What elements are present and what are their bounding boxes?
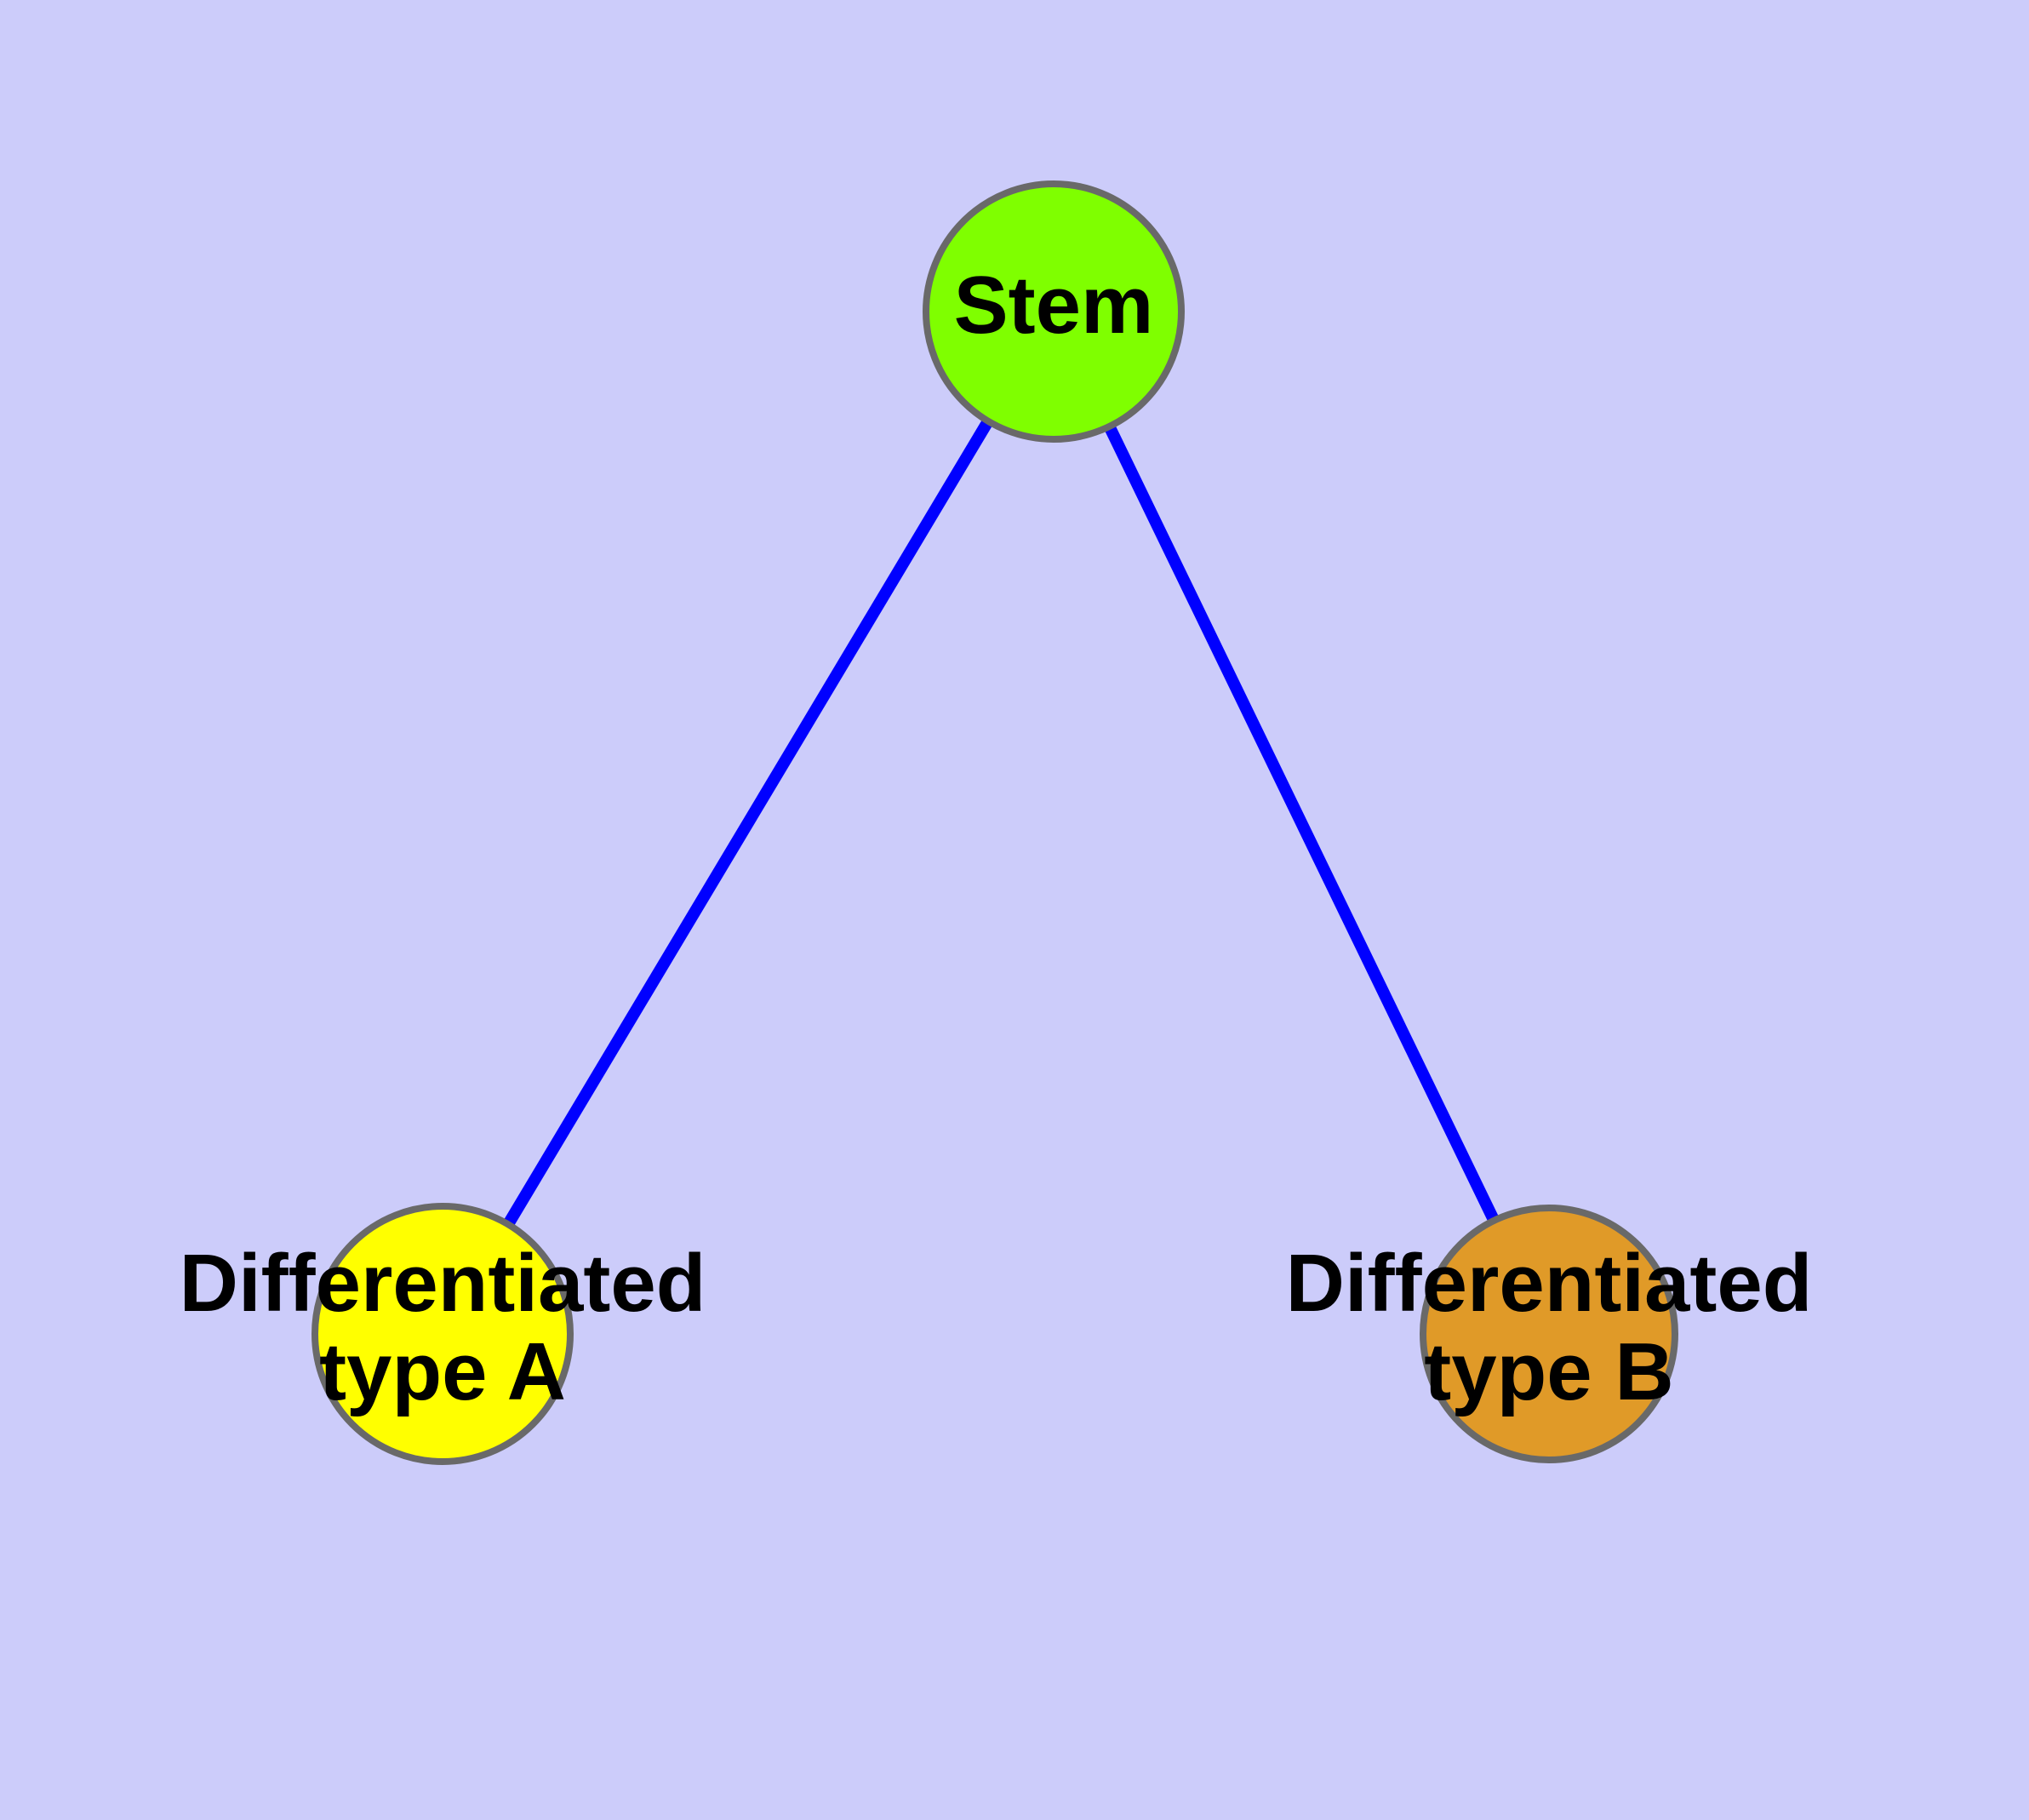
graph-node-stem[interactable]: Stem <box>923 180 1185 443</box>
node-label-line: Stem <box>954 260 1154 351</box>
node-circle-stem[interactable] <box>923 180 1185 443</box>
node-circle-diff_b[interactable] <box>1420 1205 1678 1463</box>
graph-edge-stem-to-diff_a[interactable] <box>437 308 1060 1337</box>
node-circle-diff_a[interactable] <box>311 1203 574 1465</box>
node-label-line: Differentiated <box>1286 1238 1813 1329</box>
node-label-line: type A <box>319 1326 566 1417</box>
edge-layer <box>437 308 1555 1337</box>
node-label-line: type B <box>1424 1326 1673 1417</box>
node-label-line: Differentiated <box>180 1238 706 1329</box>
graph-edge-stem-to-diff_b[interactable] <box>1048 308 1555 1337</box>
node-label-stem: Stem <box>954 260 1154 351</box>
